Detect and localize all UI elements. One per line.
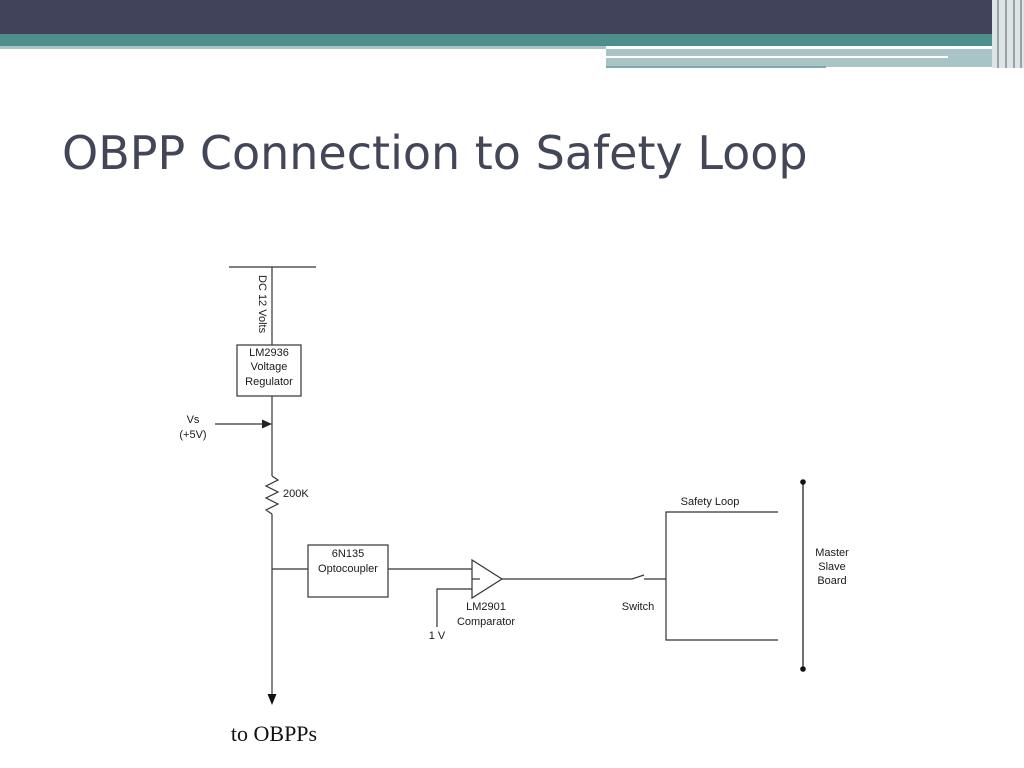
slide-title: OBPP Connection to Safety Loop — [62, 126, 808, 180]
comparator-label-1: LM2901 — [466, 601, 506, 613]
supply-label: DC 12 Volts — [256, 275, 268, 334]
header-light-line-2 — [606, 66, 826, 68]
safety-loop-label: Safety Loop — [681, 496, 740, 508]
regulator-label-3: Regulator — [245, 376, 293, 388]
resistor-label: 200K — [283, 488, 309, 500]
output-arrow-head — [267, 694, 277, 705]
board-bar-bottom-dot — [800, 666, 806, 672]
header-band-dark — [0, 0, 1024, 34]
vs-label-1: Vs — [187, 414, 200, 426]
regulator-label-2: Voltage — [251, 361, 288, 373]
header-light-strip-top — [0, 46, 606, 49]
comparator-label-2: Comparator — [457, 616, 515, 628]
board-label-3: Board — [817, 575, 846, 587]
switch-label: Switch — [622, 601, 654, 613]
board-bar-top-dot — [800, 479, 806, 485]
reference-wire — [436, 588, 472, 627]
header-band-teal — [0, 34, 1024, 46]
optocoupler-box — [307, 544, 389, 598]
regulator-label-1: LM2936 — [249, 347, 289, 359]
vs-arrow-head — [262, 419, 272, 429]
optocoupler-label-2: Optocoupler — [318, 563, 378, 575]
board-label-2: Slave — [818, 561, 846, 573]
vs-label-2: (+5V) — [179, 429, 206, 441]
header-corner-stripes — [992, 0, 1024, 68]
board-label-1: Master — [815, 547, 849, 559]
output-label: to OBPPs — [231, 721, 317, 746]
optocoupler-label-1: 6N135 — [332, 548, 364, 560]
regulator-box — [236, 344, 302, 397]
reference-label: 1 V — [429, 630, 446, 642]
resistor-200k — [264, 475, 280, 515]
header-light-line-1 — [606, 56, 948, 58]
switch-contact — [631, 574, 645, 580]
safety-loop-wire — [665, 511, 778, 641]
